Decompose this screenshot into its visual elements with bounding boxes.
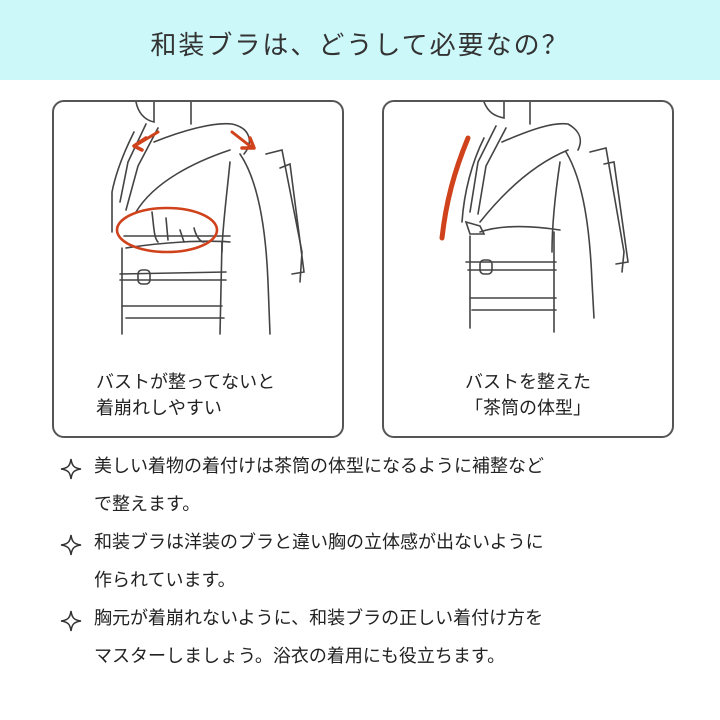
explanation-list: 美しい着物の着付けは茶筒の体型になるように補整など で整えます。 和装ブラは洋装… bbox=[60, 448, 700, 676]
list-item-text: 胸元が着崩れないように、和装ブラの正しい着付け方を bbox=[94, 608, 544, 629]
sparkle-icon bbox=[60, 600, 94, 676]
sparkle-icon bbox=[60, 448, 94, 524]
list-item-text: で整えます。 bbox=[94, 494, 201, 515]
list-item: 美しい着物の着付けは茶筒の体型になるように補整など で整えます。 bbox=[60, 448, 700, 524]
page-title: 和装ブラは、どうして必要なの？ bbox=[150, 30, 570, 61]
red-annotations bbox=[439, 135, 471, 241]
panel-caption: バストを整えた 「茶筒の体型」 bbox=[384, 370, 672, 422]
vertical-line-icon bbox=[439, 135, 471, 241]
kimono-figure-illustration bbox=[111, 102, 305, 335]
caption-line: バストが整ってないと bbox=[96, 372, 276, 393]
panel-caption: バストが整ってないと 着崩れしやすい bbox=[54, 370, 342, 422]
list-item-text: マスターしましょう。浴衣の着用にも役立ちます。 bbox=[94, 646, 506, 667]
red-annotations bbox=[115, 130, 256, 254]
caption-line: 「茶筒の体型」 bbox=[465, 398, 591, 419]
kimono-figure-illustration bbox=[461, 102, 629, 333]
panel-bad-posture: バストが整ってないと 着崩れしやすい bbox=[52, 100, 344, 438]
bust-ellipse-icon bbox=[115, 206, 219, 254]
panel-good-posture: バストを整えた 「茶筒の体型」 bbox=[382, 100, 674, 438]
list-item-text: 美しい着物の着付けは茶筒の体型になるように補整など bbox=[94, 456, 544, 477]
caption-line: 着崩れしやすい bbox=[96, 398, 222, 419]
sparkle-icon bbox=[60, 524, 94, 600]
arrow-right-icon bbox=[230, 130, 252, 148]
list-item-text: 和装ブラは洋装のブラと違い胸の立体感が出ないように bbox=[94, 532, 544, 553]
header-banner: 和装ブラは、どうして必要なの？ bbox=[0, 0, 720, 80]
caption-line: バストを整えた bbox=[465, 372, 591, 393]
list-item: 和装ブラは洋装のブラと違い胸の立体感が出ないように 作られています。 bbox=[60, 524, 700, 600]
list-item-text: 作られています。 bbox=[94, 570, 236, 591]
list-item: 胸元が着崩れないように、和装ブラの正しい着付け方を マスターしましょう。浴衣の着… bbox=[60, 600, 700, 676]
